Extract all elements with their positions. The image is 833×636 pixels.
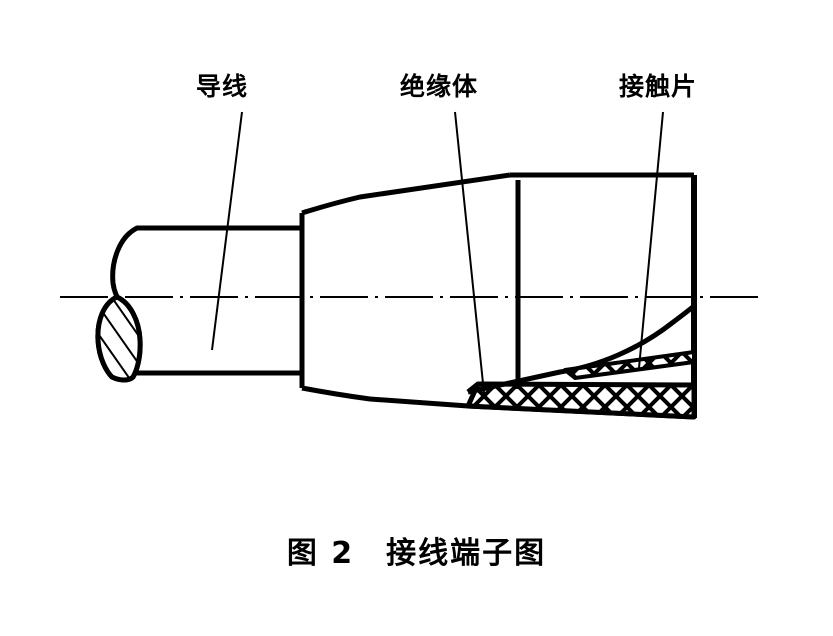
conductor-section-hatch <box>95 294 143 383</box>
leader-contact <box>638 111 664 369</box>
leader-insulator <box>454 111 485 394</box>
crimp-section-hatch <box>465 381 697 420</box>
figure-caption: 图 2 接线端子图 <box>286 536 547 571</box>
label-insulator: 绝缘体 <box>400 72 479 101</box>
leader-conductor <box>211 111 243 351</box>
label-contact: 接触片 <box>619 72 698 101</box>
label-conductor: 导线 <box>196 72 249 101</box>
leader-lines <box>211 111 664 394</box>
contact-blade <box>466 304 696 395</box>
